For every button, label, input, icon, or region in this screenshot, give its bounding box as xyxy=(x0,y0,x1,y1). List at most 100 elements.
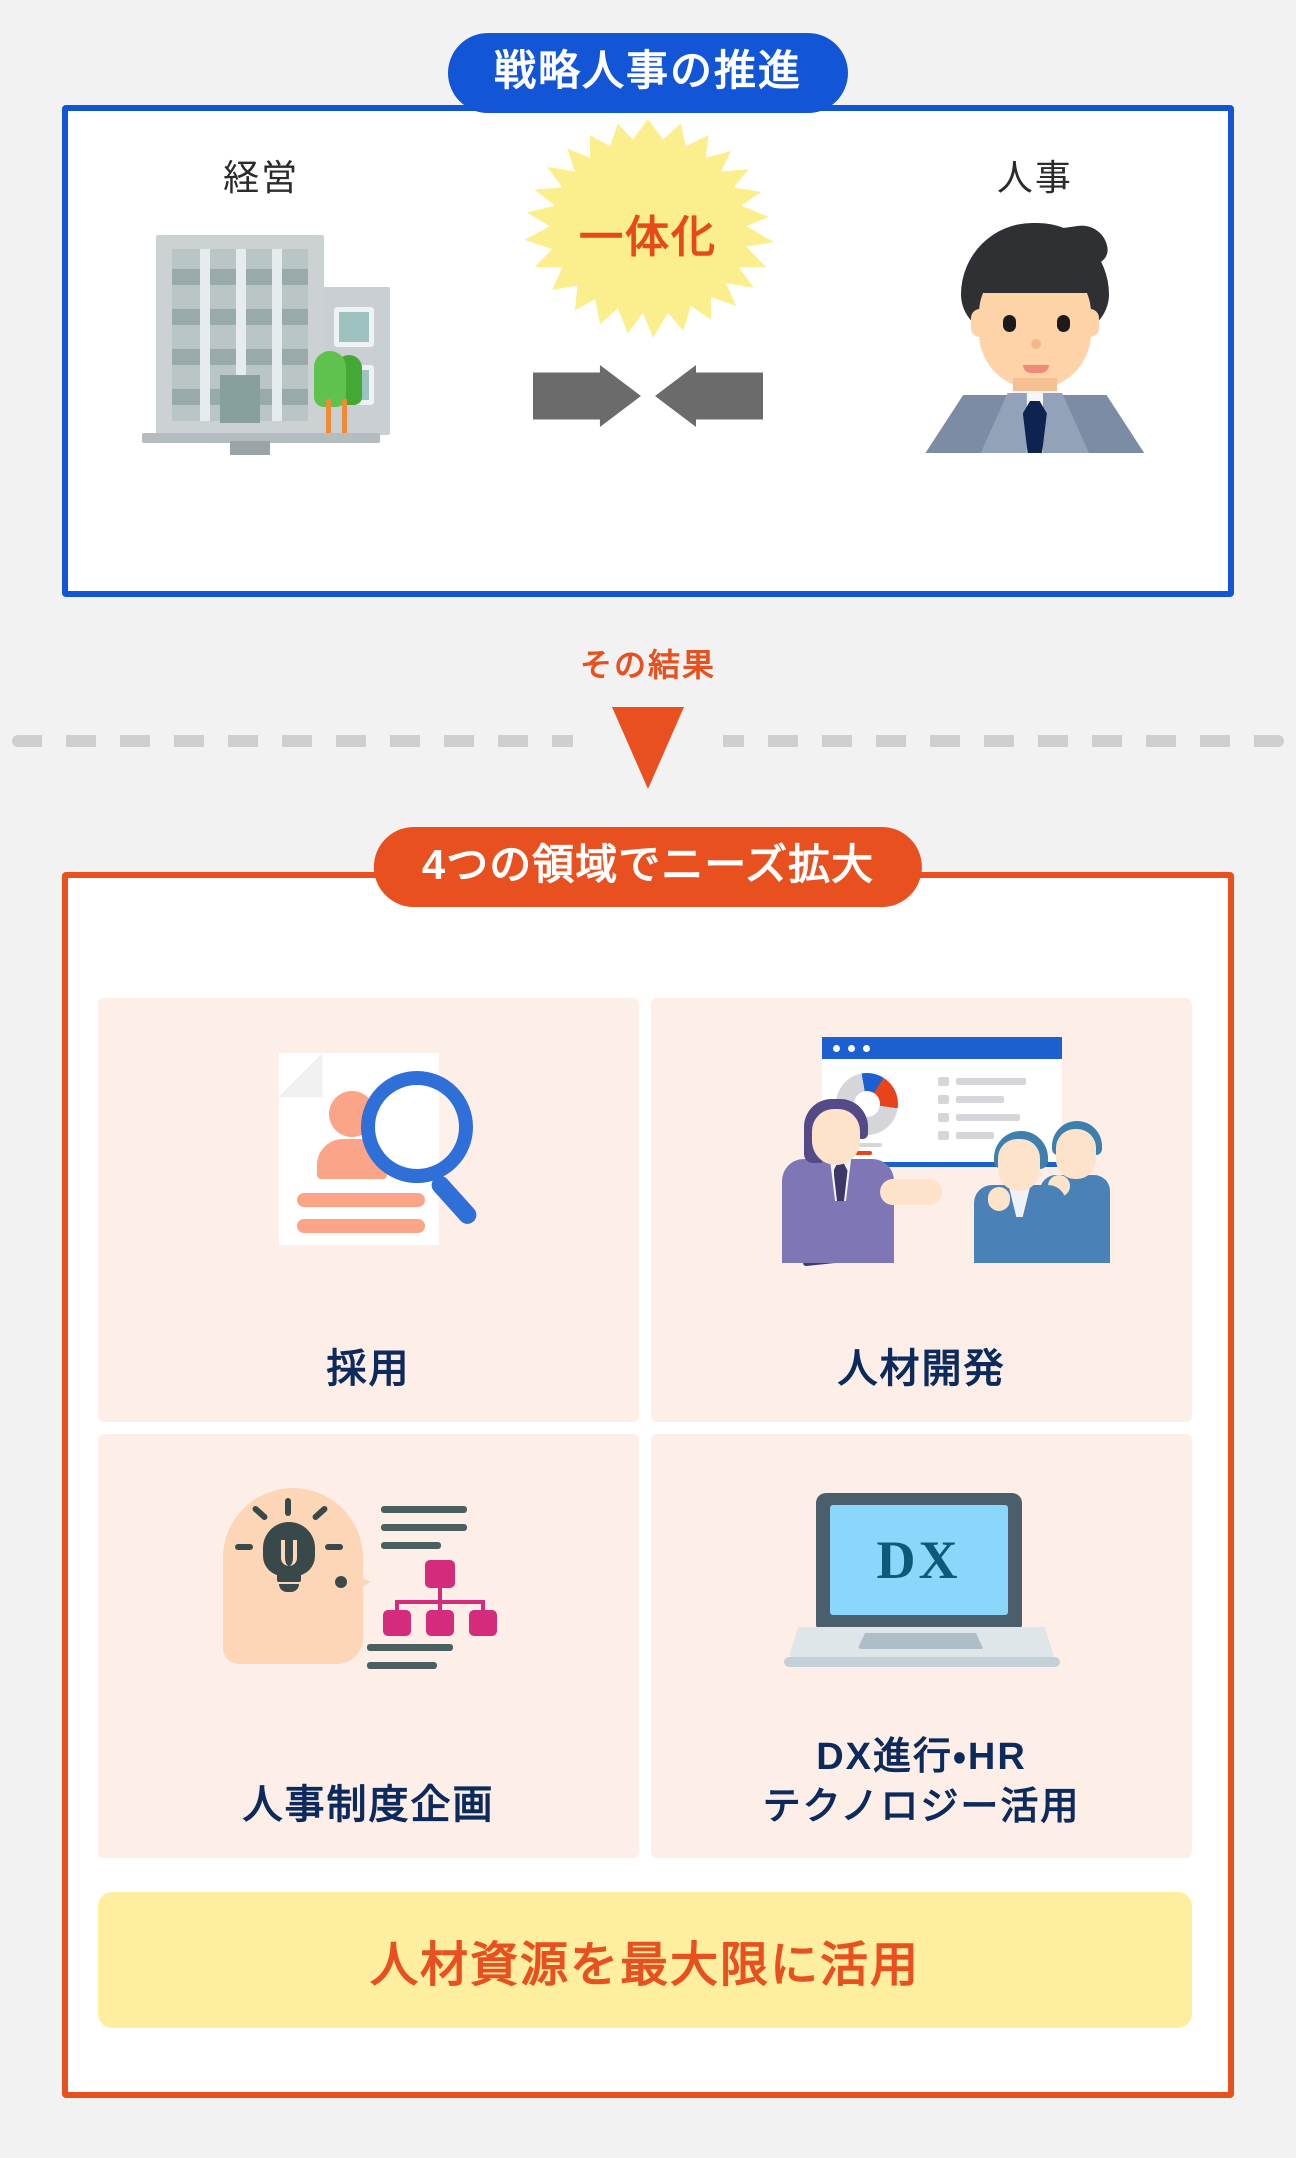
four-domains-section: 採用 xyxy=(62,827,1234,2098)
screen-text-line xyxy=(955,1096,1004,1103)
laptop-dx-icon: DX xyxy=(651,1434,1192,1734)
orgchart-node xyxy=(382,1610,411,1636)
presenter-face xyxy=(811,1109,860,1165)
screen-title-bar xyxy=(821,1037,1062,1059)
domain-card-label: 人事制度企画 xyxy=(242,1783,495,1828)
bulb-ray xyxy=(234,1544,253,1550)
building-stripe xyxy=(272,249,283,421)
result-label: その結果 xyxy=(579,647,716,683)
domain-card-label: 人材開発 xyxy=(837,1347,1006,1392)
person-ear xyxy=(1080,309,1099,337)
orgchart-node xyxy=(468,1610,497,1636)
tree-crown-front xyxy=(314,351,347,407)
screen-bullet xyxy=(937,1077,949,1086)
orgchart-connector xyxy=(480,1600,485,1612)
attendee-hand xyxy=(987,1187,1010,1211)
chart-text-line xyxy=(366,1644,453,1651)
screen-text-line xyxy=(955,1132,994,1139)
domain-card-label: 採用 xyxy=(326,1347,411,1392)
presenter-arm xyxy=(879,1179,942,1205)
building-entrance xyxy=(220,375,261,423)
orgchart-node-top xyxy=(424,1560,455,1588)
person-eye xyxy=(1056,315,1070,332)
chart-text-line xyxy=(366,1662,437,1669)
office-building-icon xyxy=(126,229,396,455)
arrow-left-icon xyxy=(654,365,763,427)
laptop-screen: DX xyxy=(829,1505,1008,1615)
integration-label: 一体化 xyxy=(578,213,717,262)
screen-text-line xyxy=(955,1078,1026,1085)
orgchart-connector xyxy=(437,1588,442,1602)
converging-arrows xyxy=(532,365,763,427)
building-stripe xyxy=(236,249,247,421)
bulb-neck xyxy=(276,1572,301,1582)
building-stripe xyxy=(200,249,211,421)
triangle-down-icon xyxy=(612,707,684,789)
person-nose xyxy=(1030,339,1041,349)
orgchart-connector xyxy=(394,1600,399,1612)
attendee-face xyxy=(997,1139,1040,1191)
orgchart-connector xyxy=(437,1600,442,1612)
screen-text-line xyxy=(955,1114,1020,1121)
lightbulb-icon xyxy=(262,1522,315,1576)
tree-trunk xyxy=(326,399,332,433)
integration-column: 一体化 xyxy=(455,111,841,591)
domain-card-label-line1: DX進行・HR xyxy=(816,1735,1027,1778)
laptop-trackpad xyxy=(857,1633,984,1649)
highlight-banner-text: 人材資源を最大限に活用 xyxy=(369,1939,920,1992)
screen-bullet xyxy=(937,1095,949,1104)
management-label: 経営 xyxy=(223,157,300,198)
management-column: 経営 xyxy=(68,111,454,591)
four-domains-title: 4つの領域でニーズ拡大 xyxy=(373,827,923,908)
chart-text-line xyxy=(380,1542,441,1549)
laptop-screen-text: DX xyxy=(876,1530,961,1590)
attendee-face xyxy=(1055,1129,1096,1179)
resume-text-line xyxy=(296,1193,425,1207)
bulb-ray xyxy=(324,1544,343,1550)
annex-window xyxy=(334,307,375,347)
strategic-hr-section: 経営 xyxy=(62,33,1234,597)
tree-trunk xyxy=(342,399,348,433)
magnifier-lens xyxy=(360,1071,473,1183)
resume-magnifier-icon xyxy=(98,998,639,1298)
arrow-right-icon xyxy=(532,365,641,427)
domain-card-recruitment[interactable]: 採用 xyxy=(98,998,639,1422)
bulb-ray xyxy=(284,1498,291,1516)
orgchart-node xyxy=(425,1610,454,1636)
domain-card-label: DX進行・HR テクノロジー活用 xyxy=(763,1732,1081,1832)
domain-card-label-line2: テクノロジー活用 xyxy=(762,1785,1081,1828)
resume-text-line xyxy=(296,1219,425,1233)
domain-card-dx-hr-tech[interactable]: DX DX進行・HR テクノロジー活用 xyxy=(651,1434,1192,1858)
bulb-base xyxy=(278,1584,299,1592)
person-necktie xyxy=(1022,401,1047,453)
presenter-necktie xyxy=(833,1163,848,1201)
strategic-hr-title: 戦略人事の推進 xyxy=(447,33,849,114)
integration-burst: 一体化 xyxy=(522,119,774,347)
person-ear xyxy=(970,309,989,337)
screen-bullet xyxy=(937,1131,949,1140)
chart-text-line xyxy=(380,1524,467,1531)
businessman-icon xyxy=(917,223,1153,453)
laptop-lid: DX xyxy=(815,1493,1022,1629)
person-eye xyxy=(1002,315,1016,332)
tree-icon xyxy=(312,351,366,433)
hr-column: 人事 xyxy=(842,111,1228,591)
building-main xyxy=(156,235,325,435)
laptop-foot xyxy=(783,1657,1060,1667)
domain-card-talent-development[interactable]: 人材開発 xyxy=(651,998,1192,1422)
building-step xyxy=(230,441,271,455)
presentation-meeting-icon xyxy=(651,998,1192,1298)
domain-card-grid: 採用 xyxy=(98,998,1192,1858)
hr-label: 人事 xyxy=(996,157,1073,198)
highlight-banner: 人材資源を最大限に活用 xyxy=(98,1892,1192,2028)
chart-text-line xyxy=(380,1506,467,1513)
building-ground xyxy=(142,433,381,443)
head-lightbulb-orgchart-icon xyxy=(98,1434,639,1734)
screen-bullet xyxy=(937,1113,949,1122)
bulb-filament xyxy=(280,1540,297,1566)
person-fringe xyxy=(974,253,1095,293)
domain-card-hr-system-planning[interactable]: 人事制度企画 xyxy=(98,1434,639,1858)
head-eye xyxy=(334,1576,347,1588)
person-mouth xyxy=(1022,365,1049,373)
